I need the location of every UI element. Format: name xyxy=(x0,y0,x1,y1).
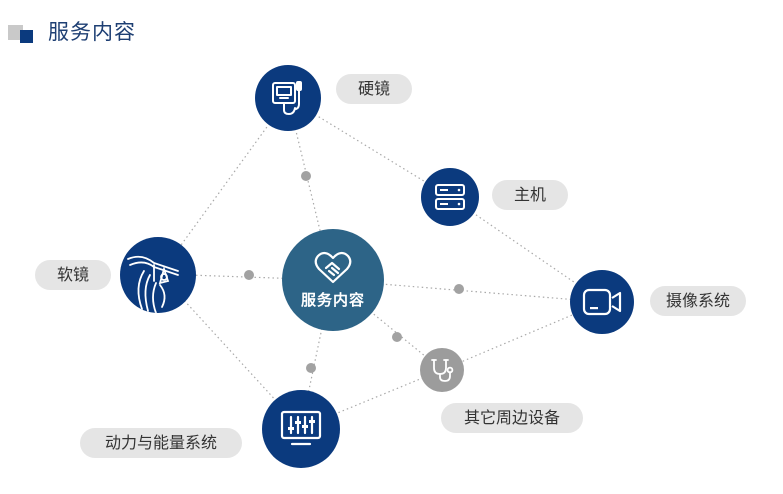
stethoscope-icon xyxy=(431,359,454,382)
equalizer-monitor-icon xyxy=(280,410,322,446)
link-flexible-power xyxy=(159,273,302,429)
endoscope-device-icon xyxy=(272,81,302,115)
header-square-light xyxy=(8,25,23,40)
power-energy-node[interactable] xyxy=(262,390,340,468)
host-label: 主机 xyxy=(492,180,568,210)
power-energy-label: 动力与能量系统 xyxy=(80,428,242,458)
junction-dot xyxy=(392,332,402,342)
camera-system-node[interactable] xyxy=(570,270,634,334)
camera-system-label: 摄像系统 xyxy=(650,286,746,316)
rigid-scope-label: 硬镜 xyxy=(336,74,412,104)
junction-dot xyxy=(244,270,254,280)
flexible-scope-node[interactable] xyxy=(120,237,196,313)
server-icon xyxy=(435,184,465,210)
link-power-other xyxy=(300,369,443,429)
rigid-scope-node[interactable] xyxy=(255,65,321,131)
junction-dot xyxy=(301,171,311,181)
junction-dot xyxy=(306,363,316,373)
center-label: 服务内容 xyxy=(300,290,365,309)
host-node[interactable] xyxy=(421,168,479,226)
other-equipment-node[interactable] xyxy=(420,348,464,392)
page-title: 服务内容 xyxy=(48,20,136,44)
center-node[interactable]: 服务内容 xyxy=(282,229,384,331)
video-camera-icon xyxy=(582,288,622,316)
header-square-dark xyxy=(20,30,33,43)
junction-dot xyxy=(454,284,464,294)
heart-handshake-icon xyxy=(314,251,352,283)
flexible-endoscope-icon xyxy=(127,255,179,313)
flexible-scope-label: 软镜 xyxy=(35,260,111,290)
other-equipment-label: 其它周边设备 xyxy=(441,403,583,433)
